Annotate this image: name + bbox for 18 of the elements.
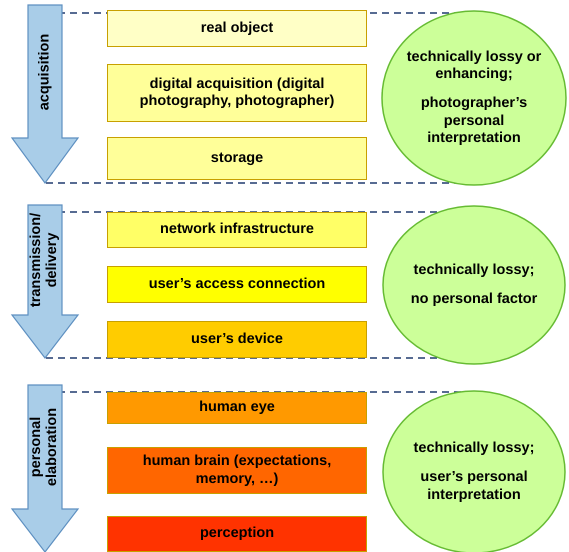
note-text: no personal factor	[410, 291, 538, 308]
process-box: real object	[107, 10, 367, 47]
note-text: technically lossy;	[414, 262, 534, 279]
process-box: user’s access connection	[107, 266, 367, 303]
note-text: photographer’s personal interpretation	[420, 95, 528, 148]
process-box: network infrastructure	[107, 212, 367, 248]
process-box: human eye	[107, 392, 367, 424]
stage-label: transmission/ delivery	[27, 212, 61, 310]
note-text: technically lossy;	[414, 440, 534, 458]
process-box: user’s device	[107, 321, 367, 358]
process-box: perception	[107, 516, 367, 552]
process-box: digital acquisition (digital photography, photographer)	[107, 64, 367, 122]
stage-label: acquisition	[35, 32, 54, 112]
stage-label: personal elaboration	[27, 406, 61, 488]
process-box: human brain (expectations, memory, …)	[107, 447, 367, 494]
process-box: storage	[107, 137, 367, 180]
note-text: technically lossy or enhancing;	[406, 48, 542, 84]
note-text: user’s personal interpretation	[419, 469, 529, 504]
